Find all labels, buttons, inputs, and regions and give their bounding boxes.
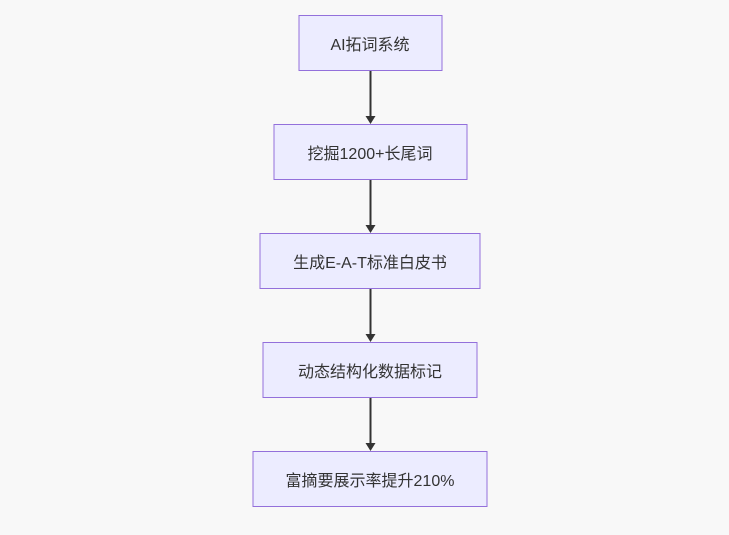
flow-arrow <box>365 398 375 451</box>
arrow-head-down-icon <box>365 116 375 124</box>
arrow-head-down-icon <box>365 334 375 342</box>
flow-arrow <box>365 71 375 124</box>
flow-arrow <box>365 289 375 342</box>
arrow-head-down-icon <box>365 443 375 451</box>
flow-arrow <box>365 180 375 233</box>
arrow-line <box>369 71 371 116</box>
arrow-head-down-icon <box>365 225 375 233</box>
arrow-line <box>369 289 371 334</box>
flowchart-node: 挖掘1200+长尾词 <box>273 124 467 180</box>
flowchart-node: 生成E-A-T标准白皮书 <box>259 233 481 289</box>
flowchart-node: 动态结构化数据标记 <box>262 342 478 398</box>
flowchart: AI拓词系统 挖掘1200+长尾词 生成E-A-T标准白皮书 动态结构化数据标记… <box>252 15 488 507</box>
arrow-line <box>369 180 371 225</box>
flowchart-node: AI拓词系统 <box>298 15 442 71</box>
arrow-line <box>369 398 371 443</box>
flowchart-node: 富摘要展示率提升210% <box>252 451 488 507</box>
